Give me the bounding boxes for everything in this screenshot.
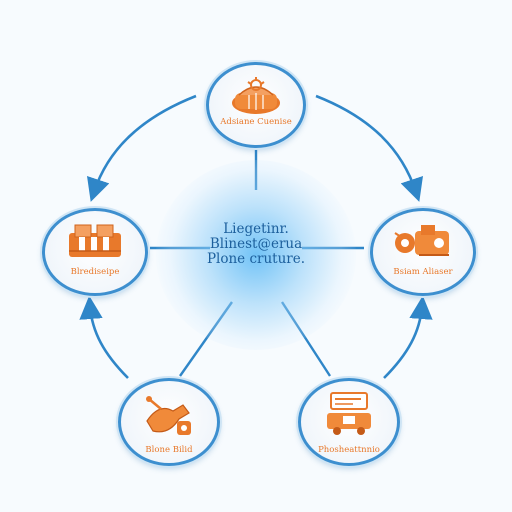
- center-glow: [156, 160, 356, 350]
- node-bottom-left-label: Blone Bilid: [145, 445, 193, 455]
- node-right-label: Bsiam Aliaser: [393, 267, 453, 277]
- orange-hand-tool-icon: [146, 396, 191, 435]
- arrow-bottomright-to-right: [383, 295, 433, 379]
- node-left[interactable]: Blrediseipe: [42, 208, 148, 296]
- center-line-1: Liegetinr.: [223, 221, 289, 237]
- node-top-label: Adsiane Cuenise: [220, 117, 292, 127]
- center-line-2: Blinest@erua: [209, 236, 303, 252]
- orange-cloud-gear-icon: [232, 77, 280, 114]
- node-right[interactable]: Bsiam Aliaser: [370, 208, 476, 296]
- node-top[interactable]: Adsiane Cuenise: [206, 62, 306, 148]
- center-label: Liegetinr. Blinest@erua Plone cruture.: [170, 222, 342, 267]
- arrow-top-to-left: [87, 94, 197, 202]
- orange-vehicle-card-icon: [327, 392, 371, 435]
- node-bottom-right-label: Phosheattnnio: [318, 445, 380, 455]
- node-bottom-right[interactable]: Phosheattnnio: [298, 378, 400, 466]
- node-left-label: Blrediseipe: [70, 267, 120, 277]
- orange-toolbox-icon: [69, 224, 121, 257]
- arrow-bottomleft-to-left: [79, 295, 129, 379]
- node-bottom-left[interactable]: Blone Bilid: [118, 378, 220, 466]
- orange-machinery-icon: [394, 225, 449, 256]
- center-line-3: Plone cruture.: [206, 251, 306, 267]
- arrow-top-to-right: [315, 94, 423, 202]
